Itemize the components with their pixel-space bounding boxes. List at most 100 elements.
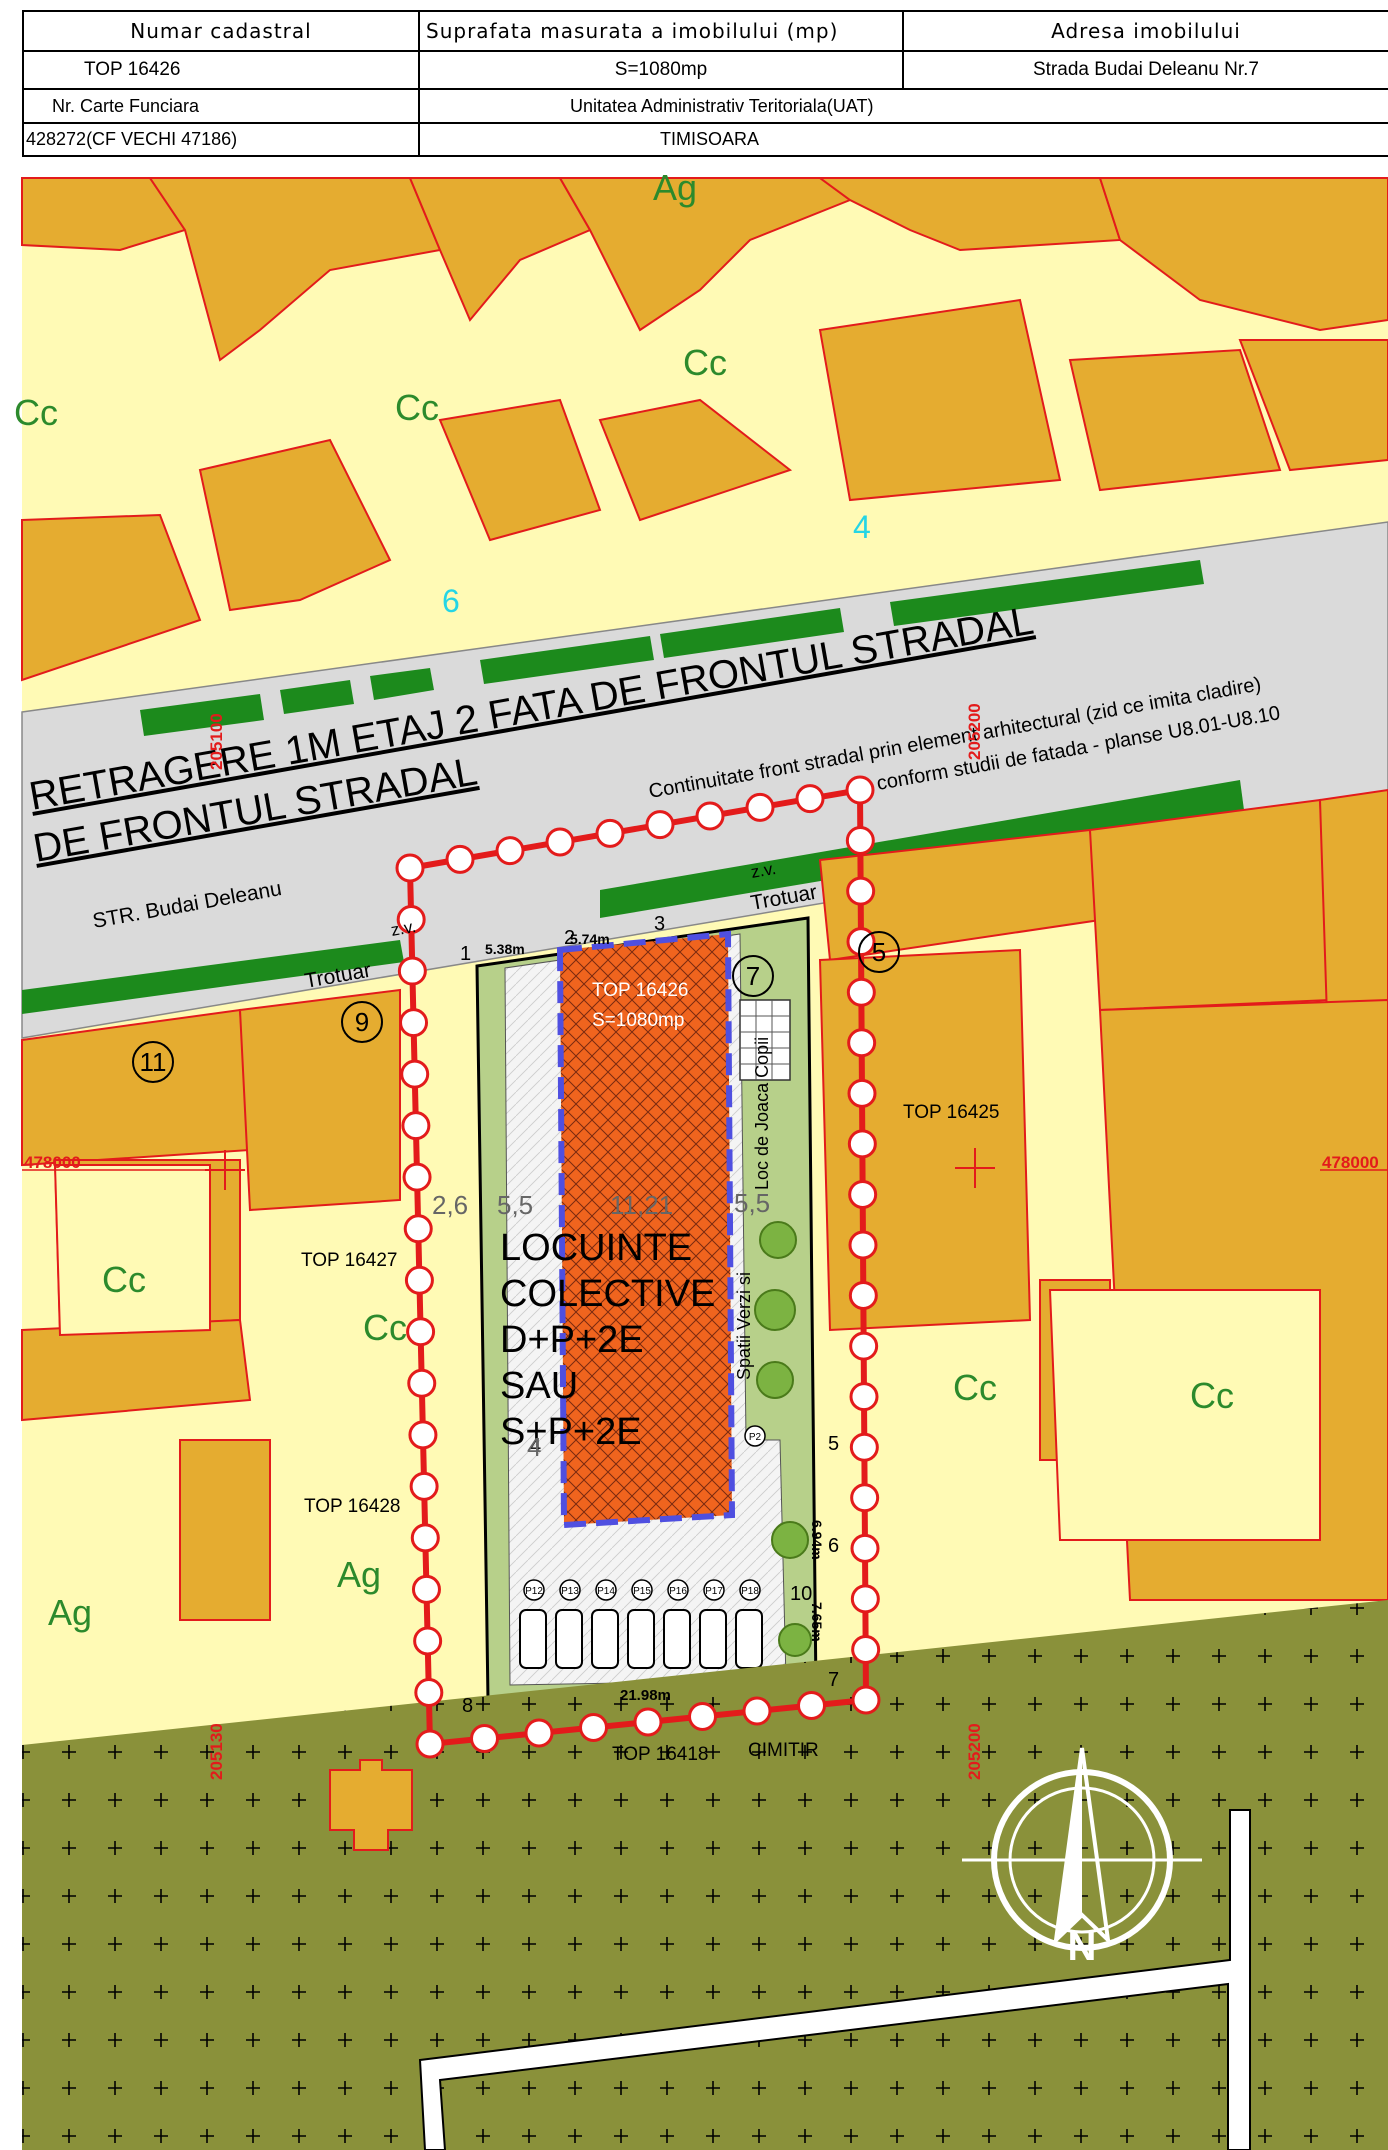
zone-cc-5: Cc — [363, 1307, 407, 1348]
limit-marker — [742, 1696, 772, 1726]
parcel-cemetery: CIMITIR — [748, 1740, 819, 1761]
zone-cc-2: Cc — [395, 387, 439, 428]
land-book-number: 428272(CF VECHI 47186) — [22, 122, 420, 157]
limit-marker — [395, 853, 425, 883]
zone-cc-4: Cc — [102, 1259, 146, 1300]
limit-marker — [851, 1634, 881, 1664]
limit-marker — [495, 836, 525, 866]
zone-cc-7: Cc — [1190, 1375, 1234, 1416]
vertex-number: 10 — [790, 1583, 812, 1605]
parking-label-marker — [739, 1579, 761, 1601]
north-letter: N — [1068, 1925, 1097, 1969]
address-value: Strada Budai Deleanu Nr.7 — [902, 50, 1388, 90]
limit-marker — [847, 1078, 877, 1108]
limit-marker — [848, 1281, 878, 1311]
building-line-1: LOCUINTE — [500, 1227, 692, 1269]
limit-marker — [847, 1028, 877, 1058]
building-line-4: SAU — [500, 1365, 578, 1407]
building-line-3: D+P+2E — [500, 1319, 644, 1361]
vertex-number: 7 — [828, 1669, 839, 1691]
parking-label: P15 — [633, 1586, 651, 1597]
playground-grid — [740, 1000, 790, 1080]
parking-label-marker — [595, 1579, 617, 1601]
circled-number-marker — [341, 1001, 383, 1043]
limit-marker — [470, 1724, 499, 1753]
cadastral-header: Numar cadastral Suprafata masurata a imo… — [22, 10, 1388, 157]
limit-marker — [745, 792, 775, 822]
zone-ag-3: Ag — [48, 1592, 92, 1633]
limit-marker — [397, 956, 427, 986]
limit-marker — [413, 1626, 443, 1656]
parcel-top-16425: TOP 16425 — [903, 1102, 999, 1123]
dimension-1: 5.38m — [485, 941, 525, 957]
plot-top-label: TOP 16426 — [592, 980, 688, 1001]
parcel-top-16427: TOP 16427 — [301, 1250, 397, 1271]
street-number-4: 4 — [853, 509, 871, 545]
dimension-4: 7.65m — [809, 1602, 825, 1642]
limit-markers — [395, 775, 881, 1759]
cemetery — [22, 1600, 1388, 2150]
parking-label: P18 — [741, 1586, 759, 1597]
land-book-label: Nr. Carte Funciara — [22, 88, 420, 124]
vertex-number: 4 — [530, 1435, 541, 1457]
limit-marker — [695, 801, 725, 831]
uat-label: Unitatea Administrativ Teritoriala(UAT) — [418, 88, 1388, 124]
limit-marker — [850, 1533, 880, 1563]
limit-marker — [849, 1432, 879, 1462]
building-line-2: COLECTIVE — [500, 1273, 715, 1315]
circled-number: 9 — [355, 1007, 369, 1037]
zone-ag-top: Ag — [653, 167, 697, 208]
parking-label-marker — [523, 1579, 545, 1601]
dimension-3: 6.94m — [809, 1520, 825, 1560]
dimension-5: 21.98m — [620, 1687, 671, 1704]
limit-marker — [688, 1702, 717, 1731]
col-cadastral-number-title: Numar cadastral — [22, 10, 420, 52]
vertex-number: 6 — [828, 1535, 839, 1557]
coord-north-right: 478000 — [1322, 1153, 1379, 1172]
coord-east-left-top: 205100 — [207, 713, 226, 770]
green-spaces-label: Spatii Verzi si — [734, 1272, 754, 1380]
limit-marker — [848, 1230, 878, 1260]
limit-marker — [846, 876, 876, 906]
playground — [739, 999, 791, 1081]
limit-marker — [406, 1317, 436, 1347]
circled-number-marker — [132, 1041, 174, 1083]
parking-label: P12 — [525, 1586, 543, 1597]
south-yards — [53, 1164, 1321, 1541]
limit-marker — [445, 844, 475, 874]
width-1: 2,6 — [432, 1190, 468, 1220]
vertex-number: 2 — [564, 927, 575, 949]
limit-marker — [849, 1382, 879, 1412]
cemetery-path — [418, 1809, 1251, 2150]
limit-marker — [524, 1718, 554, 1748]
limit-marker — [850, 1584, 880, 1614]
surface-value: S=1080mp — [418, 50, 904, 90]
green-zone-left: z.v. — [389, 917, 417, 940]
circled-number: 11 — [140, 1047, 167, 1077]
street-number-6: 6 — [442, 583, 460, 619]
zone-cc-3: Cc — [683, 342, 727, 383]
zone-cc-6: Cc — [953, 1367, 997, 1408]
coord-north-left: 478000 — [24, 1153, 81, 1172]
limit-marker — [645, 810, 675, 840]
parking-p2-marker — [744, 1425, 766, 1447]
limit-marker — [409, 1471, 439, 1501]
limit-marker — [396, 905, 426, 935]
building-footprint — [556, 930, 736, 1529]
limit-marker — [846, 977, 876, 1007]
zone-cc-1: Cc — [14, 392, 58, 433]
width-3: 11,21 — [610, 1190, 673, 1220]
limit-marker — [851, 1685, 881, 1715]
width-2: 5,5 — [497, 1190, 533, 1220]
zone-ag-2: Ag — [337, 1554, 381, 1595]
limit-marker — [402, 1162, 432, 1192]
coord-east-right-top: 205200 — [965, 703, 984, 760]
plot-area-label: S=1080mp — [592, 1010, 684, 1031]
limit-marker — [545, 827, 575, 857]
limit-marker — [845, 775, 875, 805]
circled-number-marker — [858, 931, 900, 973]
limit-marker — [847, 1129, 877, 1159]
limit-marker — [403, 1214, 433, 1244]
limit-marker — [848, 1179, 878, 1209]
